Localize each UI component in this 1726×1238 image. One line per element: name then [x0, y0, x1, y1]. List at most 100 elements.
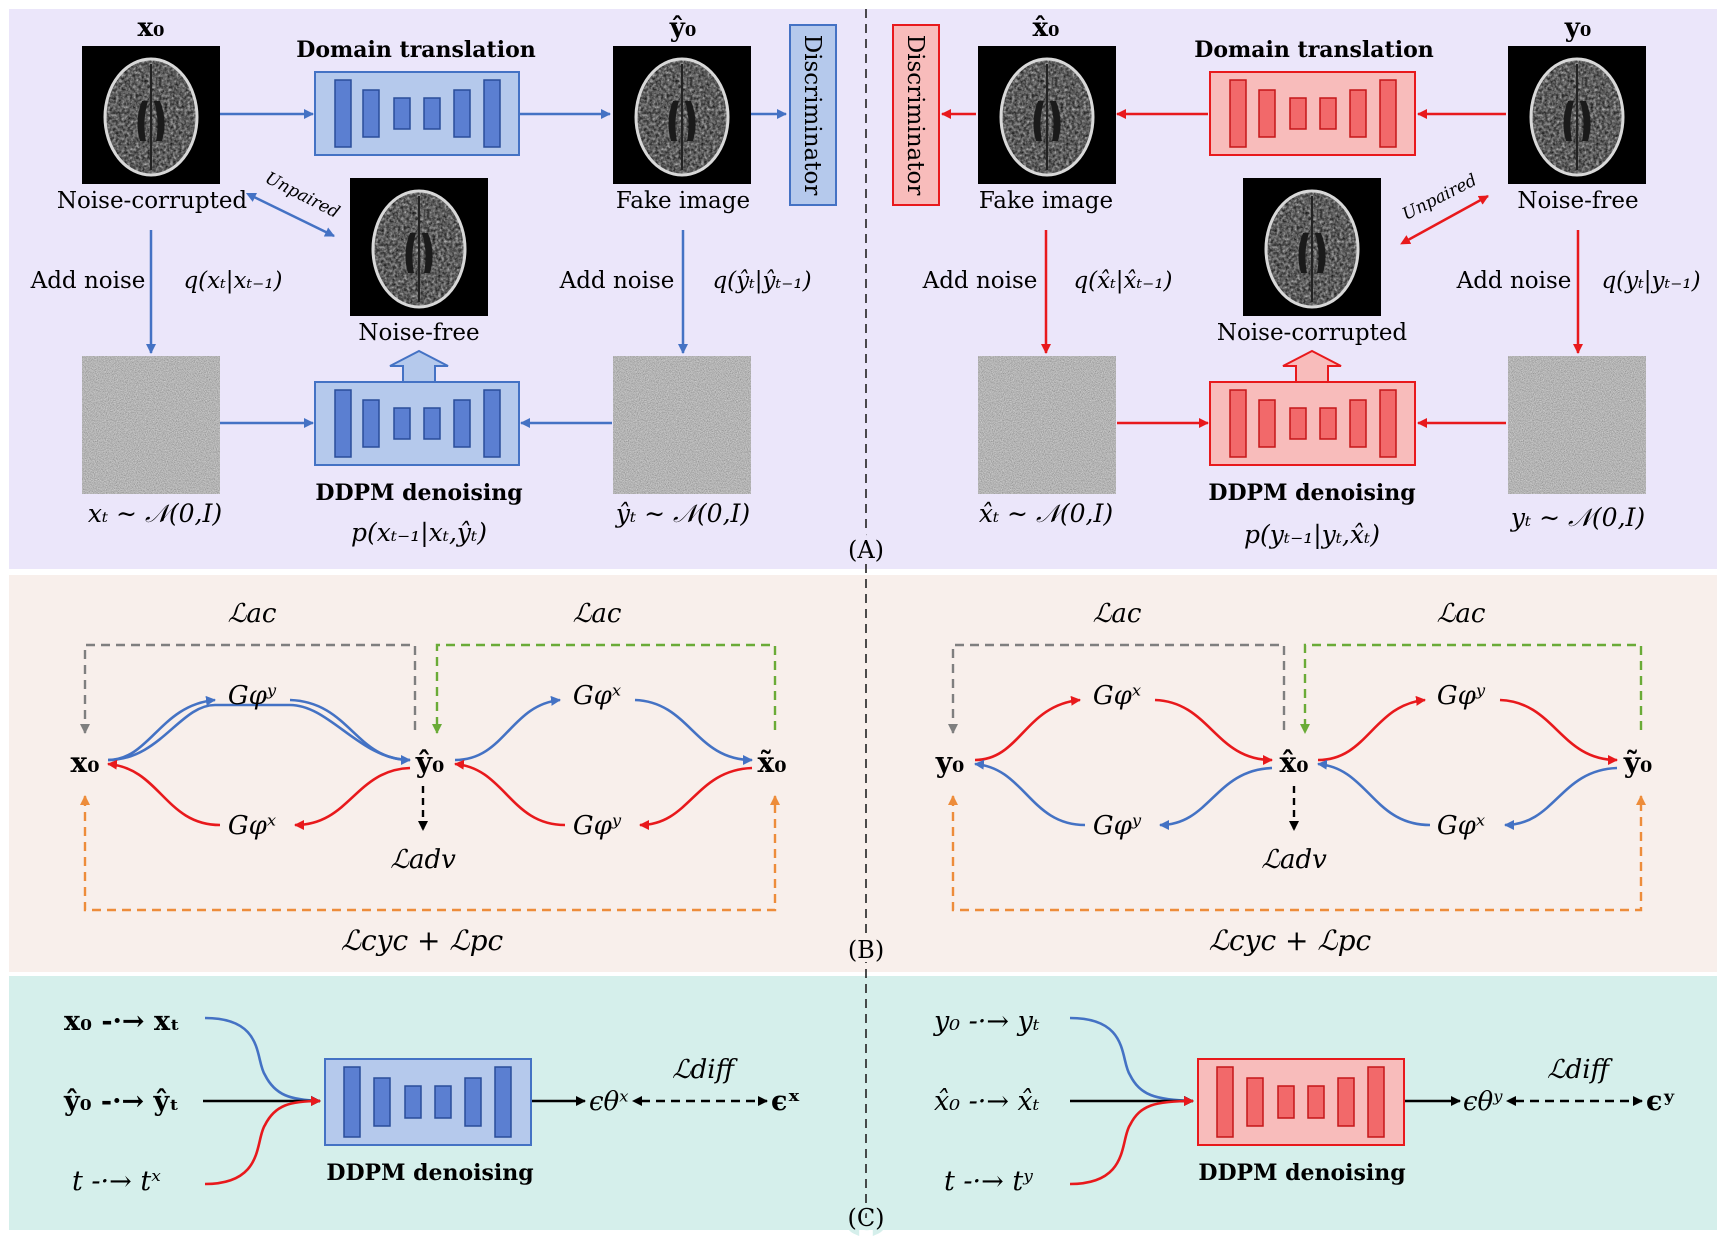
node-x0: x₀ — [71, 746, 100, 779]
node-y0-tilde: ỹ₀ — [1623, 746, 1653, 779]
curve-xt-to-denoise — [204, 1016, 321, 1106]
curve-g-to-y0 — [289, 698, 411, 765]
noise-free-caption-right: Noise-free — [1517, 188, 1638, 214]
l-adv-label-right: ℒadv — [1261, 845, 1327, 875]
l-cyc-pc-orange-loop-right — [951, 797, 1643, 912]
noise-corrupted-reference-image — [1243, 178, 1381, 316]
curve-g-bottom-to-x0 — [107, 759, 221, 827]
add-noise-label-2: Add noise — [559, 268, 675, 294]
fake-y0-label: ŷ₀ — [669, 13, 697, 43]
l-ac-label-4: ℒac — [1437, 599, 1486, 629]
add-noise-label-4: Add noise — [1456, 268, 1572, 294]
node-x0-tilde: x̃₀ — [758, 746, 787, 779]
discriminator-box — [789, 24, 837, 206]
l-ac-green-loop-right — [1300, 643, 1643, 734]
domain-translation-block-red — [1209, 71, 1416, 156]
domain-translation-title: Domain translation — [296, 37, 536, 63]
node-x0-hat: x̂₀ — [1280, 746, 1309, 779]
xt-distribution: xₜ ∼ 𝒩(0,I) — [88, 499, 222, 528]
q-y-label: q(ŷₜ|ŷₜ₋₁) — [712, 268, 811, 294]
g-phi-x-top: Gφˣ — [573, 681, 621, 711]
curve-y0-to-g-bottom — [294, 766, 411, 830]
curve-g-top-r-to-x0 — [1154, 698, 1273, 765]
noise-corrupted-caption-right: Noise-corrupted — [1217, 320, 1408, 346]
g-phi-y-top: Gφʸ — [228, 681, 277, 711]
fake-image — [613, 46, 751, 184]
curve-x0-to-g-bottom-r — [1159, 766, 1273, 830]
y0-label: y₀ — [1564, 13, 1592, 43]
curve-tx-to-denoise — [204, 1096, 321, 1186]
xhat-t-distribution: x̂ₜ ∼ 𝒩(0,I) — [979, 499, 1113, 528]
noise-corrupted-caption: Noise-corrupted — [57, 188, 248, 214]
eps-theta-x: ϵθˣ — [589, 1087, 628, 1117]
curve-y0t-to-g-bottom-r2 — [1504, 766, 1618, 830]
domain-translation-title-red: Domain translation — [1194, 37, 1434, 63]
l-ac-label-2: ℒac — [573, 599, 622, 629]
input-t-ty: t -·→ tʸ — [944, 1166, 1033, 1197]
g-phi-y-bottom: Gφʸ — [573, 811, 622, 841]
discriminator-label-red: Discriminator — [902, 35, 928, 196]
input-y0-yt-r: y₀ -·→ yₜ — [933, 1006, 1040, 1037]
q-y-label-right: q(yₜ|yₜ₋₁) — [1601, 268, 1700, 294]
l-ac-label-3: ℒac — [1093, 599, 1142, 629]
g-phi-y-top-r: Gφʸ — [1437, 681, 1486, 711]
y-t-distribution: yₜ ∼ 𝒩(0,I) — [1510, 503, 1645, 532]
panel-c-left: x₀ -·→ xₜ ŷ₀ -·→ ŷₜ t -·→ tˣ DDPM denois… — [63, 1006, 800, 1197]
panel-a-left: x₀ Noise-corrupted Domain translation ŷ₀… — [30, 13, 837, 548]
ddpm-denoising-block-c — [324, 1058, 532, 1146]
g-phi-x-bottom: Gφˣ — [228, 811, 276, 841]
g-phi-y-bottom-r: Gφʸ — [1093, 811, 1142, 841]
panel-a-right: Discriminator x̂₀ Fake image Domain tran… — [892, 13, 1701, 550]
domain-translation-block — [314, 71, 520, 156]
input-y0-yt: ŷ₀ -·→ ŷₜ — [63, 1086, 179, 1117]
l-adv-label: ℒadv — [390, 845, 456, 875]
x0-label: x₀ — [138, 13, 165, 43]
node-y0-hat: ŷ₀ — [415, 746, 445, 779]
ddpm-denoising-title-c: DDPM denoising — [326, 1160, 533, 1186]
panel-a-label: (A) — [848, 536, 884, 564]
curve-x0-to-g-top-r2 — [1317, 695, 1426, 762]
noise-image-yt — [613, 356, 751, 494]
noise-free-image — [1508, 46, 1646, 184]
eps-x: ϵˣ — [771, 1086, 800, 1117]
l-ac-green-loop — [432, 643, 777, 734]
q-xhat-label: q(x̂ₜ|x̂ₜ₋₁) — [1073, 268, 1172, 294]
curve-g-bottom-r2-to-x0 — [1317, 759, 1431, 827]
discriminator-label: Discriminator — [799, 35, 825, 196]
panel-c-right: y₀ -·→ yₜ x̂₀ -·→ x̂ₜ t -·→ tʸ DDPM deno… — [933, 1006, 1676, 1197]
g-phi-x-bottom-r: Gφˣ — [1437, 811, 1485, 841]
noise-image-y-t — [1508, 356, 1646, 494]
input-t-tx: t -·→ tˣ — [72, 1166, 161, 1197]
output-up-arrow — [389, 349, 449, 383]
curve-g-bottom-2-to-y0 — [454, 759, 566, 827]
panel-c-label: (C) — [847, 1204, 884, 1232]
l-ac-label-1: ℒac — [228, 599, 277, 629]
ddpm-denoising-title-c-red: DDPM denoising — [1198, 1160, 1405, 1186]
unpaired-arrow — [245, 192, 335, 238]
noise-free-reference-image — [350, 178, 488, 316]
add-noise-label-1: Add noise — [30, 268, 146, 294]
panel-b-background — [9, 575, 1717, 972]
unpaired-arrow-red — [1400, 194, 1489, 245]
curve-x0t-to-g-bottom-2 — [639, 766, 753, 830]
curve-yt-to-denoise-r — [1069, 1016, 1194, 1106]
curve-y0-to-g-top-r — [974, 695, 1081, 762]
l-diff-label: ℒdiff — [672, 1055, 739, 1085]
noise-corrupted-image — [82, 46, 220, 184]
noise-free-caption: Noise-free — [358, 320, 479, 346]
l-diff-label-r: ℒdiff — [1547, 1055, 1614, 1085]
fake-image-caption-red: Fake image — [979, 188, 1113, 214]
ddpm-denoising-block-red — [1209, 381, 1416, 466]
l-cyc-pc-label-right: ℒcyc + ℒpc — [1209, 924, 1372, 957]
l-ac-gray-loop — [80, 643, 417, 734]
add-noise-label-3: Add noise — [922, 268, 1038, 294]
eps-theta-y: ϵθʸ — [1463, 1087, 1503, 1117]
curve-g-top-r2-to-y0t — [1499, 698, 1618, 765]
fake-x0-label: x̂₀ — [1033, 13, 1060, 43]
panel-b-left: ℒac ℒac x₀ ŷ₀ x̃₀ Gφʸ Gφˣ Gφˣ Gφʸ ℒadv ℒ… — [71, 599, 787, 957]
panel-c-background — [9, 976, 1717, 1230]
ddpm-denoising-block — [314, 381, 520, 466]
eps-y: ϵʸ — [1646, 1086, 1676, 1117]
q-x-label: q(xₜ|xₜ₋₁) — [183, 268, 282, 294]
